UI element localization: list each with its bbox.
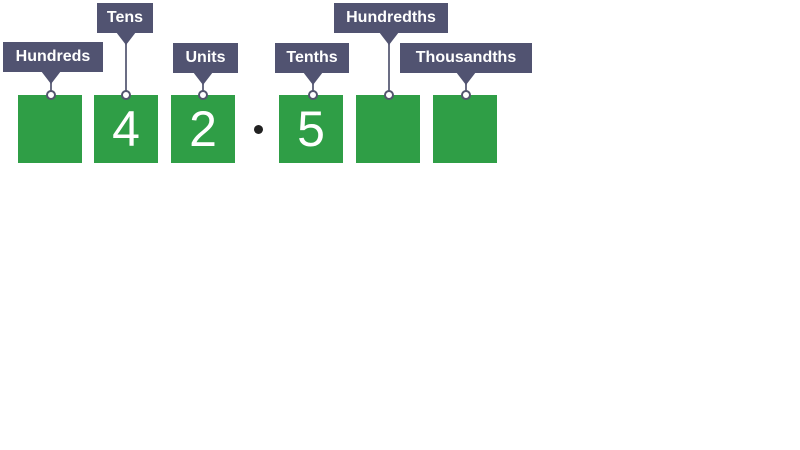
connector-dot — [384, 90, 394, 100]
cell-tens: 4 — [94, 95, 158, 163]
cell-tenths-digit: 5 — [297, 101, 325, 157]
label-thousandths: Thousandths — [400, 43, 532, 73]
callout-pointer — [303, 72, 323, 85]
label-tenths: Tenths — [275, 43, 349, 73]
label-thousandths-text: Thousandths — [415, 49, 517, 66]
connector-dot — [198, 90, 208, 100]
cell-units-digit: 2 — [189, 101, 217, 157]
callout-pointer — [456, 72, 476, 85]
connector-dot — [46, 90, 56, 100]
label-hundreds-text: Hundreds — [15, 48, 91, 65]
connector-line — [125, 33, 127, 95]
cell-units: 2 — [171, 95, 235, 163]
label-units-text: Units — [185, 49, 226, 66]
connector-dot — [461, 90, 471, 100]
callout-pointer — [379, 32, 399, 45]
cell-hundreds — [18, 95, 82, 163]
callout-pointer — [193, 72, 213, 85]
label-tens: Tens — [97, 3, 153, 33]
connector-line — [388, 33, 390, 95]
cell-thousandths — [433, 95, 497, 163]
callout-pointer — [41, 71, 61, 84]
connector-dot — [308, 90, 318, 100]
label-hundreds: Hundreds — [3, 42, 103, 72]
label-hundredths: Hundredths — [334, 3, 448, 33]
label-tenths-text: Tenths — [286, 49, 338, 66]
decimal-point-icon — [254, 125, 263, 134]
callout-pointer — [116, 32, 136, 45]
connector-dot — [121, 90, 131, 100]
label-tens-text: Tens — [106, 9, 144, 26]
label-hundredths-text: Hundredths — [346, 9, 436, 26]
cell-hundredths — [356, 95, 420, 163]
cell-tenths: 5 — [279, 95, 343, 163]
label-units: Units — [173, 43, 238, 73]
cell-tens-digit: 4 — [112, 101, 140, 157]
